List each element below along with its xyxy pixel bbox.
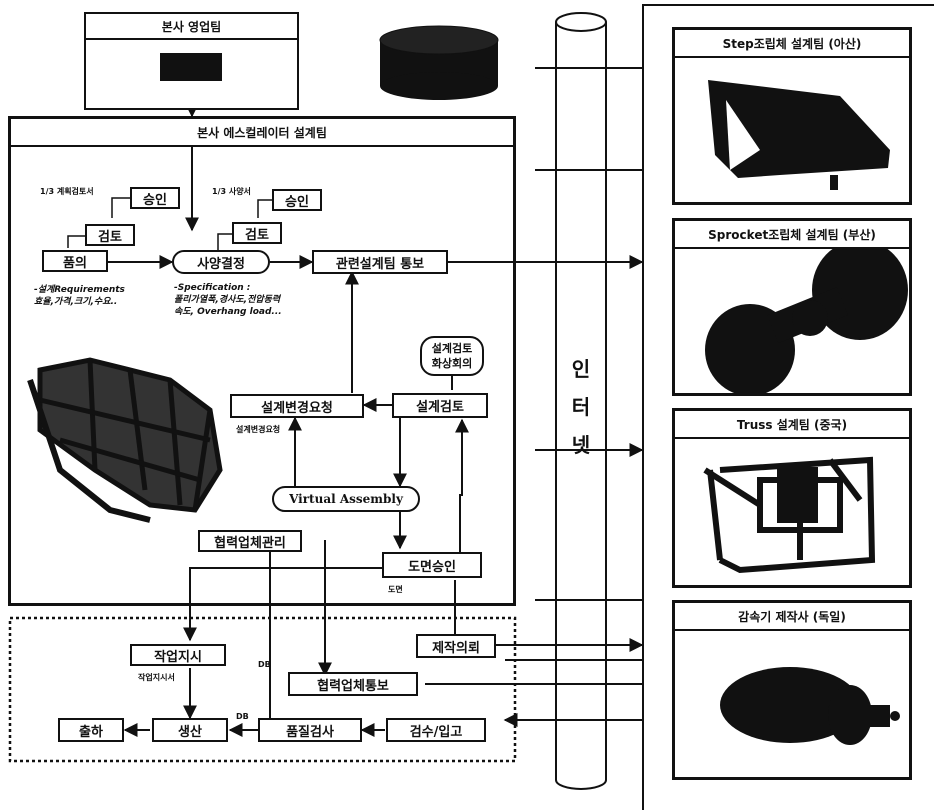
sprocket-assembly-panel: Sprocket조립체 설계팀 (부산) <box>672 218 912 396</box>
consult-box: 품의 <box>42 250 108 272</box>
hq-design-title: 본사 에스컬레이터 설계팀 <box>11 119 513 147</box>
reducer-panel: 감속기 제작사 (독일) <box>672 600 912 780</box>
truss-panel: Truss 설계팀 (중국) <box>672 408 912 588</box>
work-order-box: 작업지시 <box>130 644 226 666</box>
design-change-note: 설계변경요청 <box>236 424 280 435</box>
receiving-box: 검수/입고 <box>386 718 486 742</box>
panel-title: Truss 설계팀 (중국) <box>675 411 909 439</box>
spec-note: -Specification : 폴리가열폭,경사도,전압동력 속도, Over… <box>174 282 282 318</box>
design-review-box: 설계검토 <box>392 393 488 418</box>
quality-check-box: 품질검사 <box>258 718 362 742</box>
panel-title: 감속기 제작사 (독일) <box>675 603 909 631</box>
shipping-box: 출하 <box>58 718 124 742</box>
qc-note-1: DB <box>258 660 271 669</box>
approve-box-1: 승인 <box>130 187 180 209</box>
production-box: 생산 <box>152 718 228 742</box>
notify-box: 관련설계팀 통보 <box>312 250 448 274</box>
spec-decide-box: 사양결정 <box>172 250 270 274</box>
remote-meeting-box: 설계검토 화상회의 <box>420 336 484 376</box>
partner-mgmt-box: 협력업체관리 <box>198 530 302 552</box>
qc-note-2: DB <box>236 712 249 721</box>
design-change-box: 설계변경요청 <box>230 394 364 418</box>
internet-label: 인 터 넷 <box>566 350 596 464</box>
review-box-2: 검토 <box>232 222 282 244</box>
internet-char-1: 인 <box>566 350 596 388</box>
approve-box-2: 승인 <box>272 189 322 211</box>
doc-label-1: 1/3 계획검토서 <box>40 186 94 197</box>
drawing-approval-box: 도면승인 <box>382 552 482 578</box>
requirements-note: -설계Requirements 효율,가격,크기,수요.. <box>34 284 125 308</box>
hq-sales-title: 본사 영업팀 <box>86 14 297 40</box>
partner-notify-box: 협력업체통보 <box>288 672 418 696</box>
virtual-assembly-box: Virtual Assembly <box>272 486 420 512</box>
doc-label-2: 1/3 사양서 <box>212 186 251 197</box>
monitor-icon <box>160 53 222 81</box>
step-assembly-panel: Step조립체 설계팀 (아산) <box>672 27 912 205</box>
production-request-box: 제작의뢰 <box>416 634 496 658</box>
drawing-note: 도면 <box>388 584 403 595</box>
server-icon <box>380 26 498 100</box>
review-box-1: 검토 <box>85 224 135 246</box>
panel-title: Sprocket조립체 설계팀 (부산) <box>675 221 909 249</box>
panel-title: Step조립체 설계팀 (아산) <box>675 30 909 58</box>
work-order-note: 작업지시서 <box>138 672 175 683</box>
internet-char-3: 넷 <box>566 426 596 464</box>
internet-char-2: 터 <box>566 388 596 426</box>
